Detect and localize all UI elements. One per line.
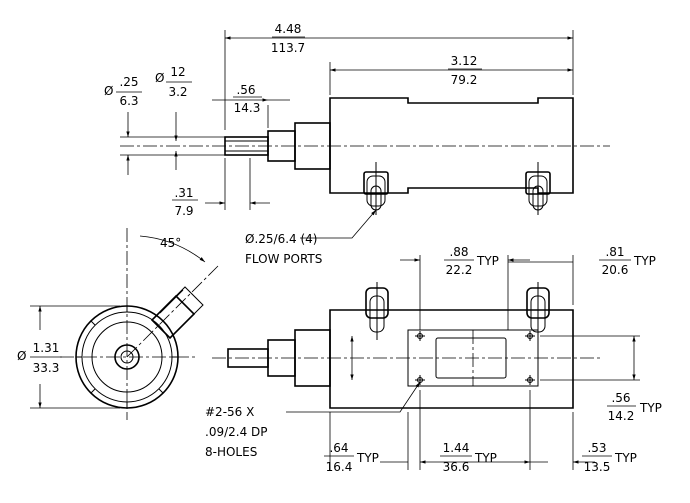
bottom-port-left (365, 282, 389, 340)
overall-length-mm: 113.7 (271, 41, 305, 55)
hole-spacing-side-mm: 14.2 (608, 409, 635, 423)
tip-dia-mm: 3.2 (168, 85, 187, 99)
body-length-in: 3.12 (451, 54, 478, 68)
end-dia-symbol: Ø (17, 349, 26, 363)
mounting-holes (415, 331, 535, 385)
nose-length-mm: 14.3 (234, 101, 261, 115)
nose-length-in: .56 (236, 83, 255, 97)
hole-spacing-h-typ: TYP (474, 451, 497, 465)
end-view: 45° Ø 1.31 33.3 (17, 228, 219, 420)
right-offset-typ: TYP (614, 451, 637, 465)
edge-offset-right-mm: 20.6 (602, 263, 629, 277)
shaft-dia-mm: 6.3 (119, 94, 138, 108)
hole-note-line1: #2-56 X (205, 405, 254, 419)
body-outline (329, 97, 574, 194)
hole-spacing-v-mm: 22.2 (446, 263, 473, 277)
end-port (150, 286, 204, 340)
bottom-body-outline (329, 309, 574, 409)
bottom-view: .88 22.2 TYP .81 20.6 TYP .56 14.2 TYP .… (205, 245, 662, 474)
right-offset-mm: 13.5 (584, 460, 611, 474)
hole-note-line3: 8-HOLES (205, 445, 257, 459)
left-offset-in: .64 (329, 441, 348, 455)
hole-spacing-v-in: .88 (449, 245, 468, 259)
hole-spacing-h-mm: 36.6 (443, 460, 470, 474)
edge-offset-right-in: .81 (605, 245, 624, 259)
side-view: 4.48 113.7 3.12 79.2 Ø .25 6.3 Ø 12 3.2 … (104, 22, 610, 266)
shaft-length-in: .31 (174, 186, 193, 200)
tip-dia-in: 12 (170, 65, 185, 79)
hole-spacing-v-typ: TYP (476, 254, 499, 268)
bottom-port-right (526, 282, 550, 340)
overall-length-in: 4.48 (275, 22, 302, 36)
shaft-dia-in: .25 (119, 75, 138, 89)
tip-dia-symbol: Ø (155, 71, 164, 85)
hole-note-line2: .09/2.4 DP (205, 425, 268, 439)
body-length-mm: 79.2 (451, 73, 478, 87)
hole-spacing-h-in: 1.44 (443, 441, 470, 455)
left-offset-mm: 16.4 (326, 460, 353, 474)
shaft-dia-symbol: Ø (104, 84, 113, 98)
right-offset-in: .53 (587, 441, 606, 455)
hole-spacing-side-typ: TYP (639, 401, 662, 415)
edge-offset-right-typ: TYP (633, 254, 656, 268)
end-dia-mm: 33.3 (33, 361, 60, 375)
port-note-line1: Ø.25/6.4 (4) (245, 232, 317, 246)
end-dia-in: 1.31 (33, 341, 60, 355)
hole-spacing-side-in: .56 (611, 391, 630, 405)
flow-port-right (525, 162, 551, 215)
port-note-line2: FLOW PORTS (245, 252, 322, 266)
shaft-length-mm: 7.9 (174, 204, 193, 218)
left-offset-typ: TYP (356, 451, 379, 465)
angle-label: 45° (160, 236, 181, 250)
flow-port-left (363, 162, 389, 215)
